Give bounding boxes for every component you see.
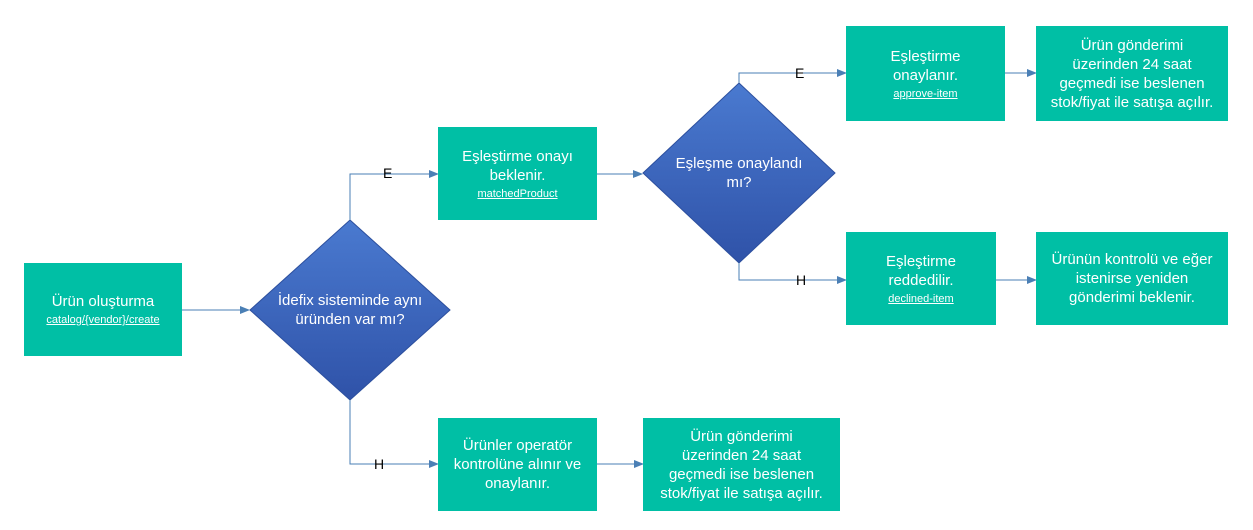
node-approved-sale-text: Ürün gönderimi üzerinden 24 saat geçmedi… xyxy=(1050,36,1214,111)
edge-label-exists-yes: E xyxy=(383,165,393,181)
node-approved-link[interactable]: approve-item xyxy=(893,87,958,100)
node-approved-sale: Ürün gönderimi üzerinden 24 saat geçmedi… xyxy=(1036,26,1228,121)
node-await-match-link[interactable]: matchedProduct xyxy=(477,187,558,200)
node-approved: Eşleştirme onaylanır. approve-item xyxy=(846,26,1005,121)
node-operator-sale-text: Ürün gönderimi üzerinden 24 saat geçmedi… xyxy=(660,427,823,502)
edge-label-approved-no: H xyxy=(796,272,807,288)
node-declined-next-text: Ürünün kontrolü ve eğer istenirse yenide… xyxy=(1051,251,1213,306)
node-declined-next: Ürünün kontrolü ve eğer istenirse yenide… xyxy=(1036,232,1228,325)
node-approved-text: Eşleştirme onaylanır. xyxy=(890,47,961,84)
node-operator: Ürünler operatör kontrolüne alınır ve on… xyxy=(438,418,597,511)
node-match-approved-text: Eşleşme onaylandı mı? xyxy=(675,155,803,191)
node-await-match-text: Eşleştirme onayı beklenir. xyxy=(462,147,573,184)
node-operator-sale: Ürün gönderimi üzerinden 24 saat geçmedi… xyxy=(643,418,840,511)
edge-label-exists-no: H xyxy=(374,456,385,472)
edge-check-no xyxy=(349,400,439,468)
edge-label-approved-yes: E xyxy=(795,65,805,81)
node-create: Ürün oluşturma catalog/{vendor}/create xyxy=(24,263,182,356)
edge-approved-no xyxy=(738,263,847,284)
edge-approved-yes xyxy=(738,69,847,83)
node-create-text: Ürün oluşturma xyxy=(51,293,155,310)
node-check-exists-text: İdefix sisteminde aynı üründen var mı? xyxy=(277,292,423,328)
node-declined-text: Eşleştirme reddedilir. xyxy=(885,252,956,289)
node-declined-link[interactable]: declined-item xyxy=(888,292,954,305)
node-operator-text: Ürünler operatör kontrolüne alınır ve on… xyxy=(453,437,582,492)
edge-check-yes xyxy=(349,170,439,220)
node-await-match: Eşleştirme onayı beklenir. matchedProduc… xyxy=(438,127,597,220)
node-declined: Eşleştirme reddedilir. declined-item xyxy=(846,232,996,325)
node-create-link[interactable]: catalog/{vendor}/create xyxy=(46,314,160,326)
